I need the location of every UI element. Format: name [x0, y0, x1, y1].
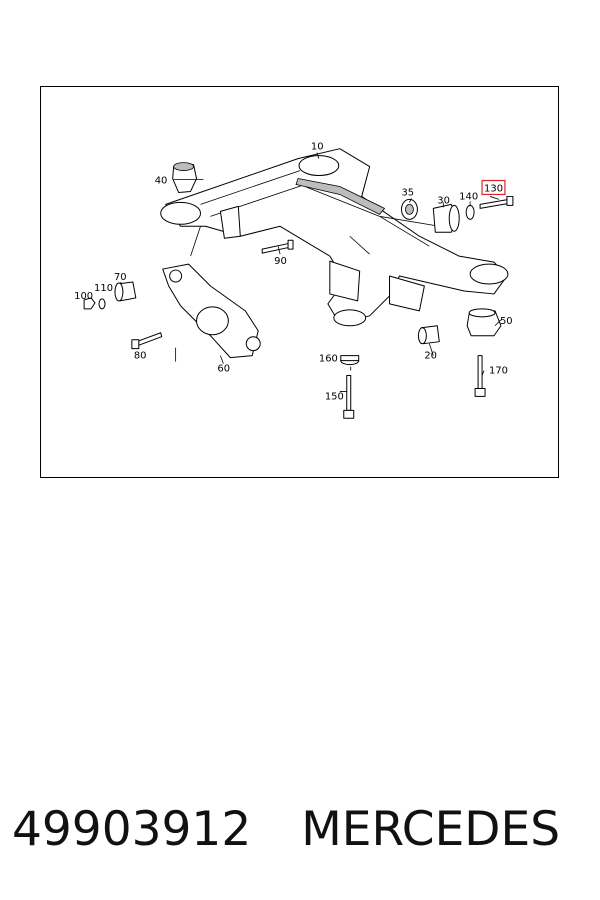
- callout-110: 110: [94, 283, 113, 294]
- callout-100: 100: [74, 291, 93, 302]
- mount-50: [466, 308, 502, 337]
- callout-80: 80: [134, 351, 147, 362]
- bolt-80: [131, 332, 163, 350]
- callout-90: 90: [274, 256, 287, 267]
- bolt-150: [343, 375, 355, 419]
- callout-170: 170: [489, 366, 508, 377]
- bolt-170: [474, 355, 486, 397]
- caption: 49903912 MERCEDES: [12, 795, 592, 865]
- bushing-30: [432, 203, 460, 233]
- callout-130: 130: [484, 183, 503, 194]
- callout-10: 10: [311, 142, 324, 153]
- bushing-20: [417, 325, 440, 345]
- subframe-drawing: 10 40 35 30 140 130 90 70 100 110 80 60 …: [74, 142, 514, 419]
- callout-30: 30: [437, 195, 450, 206]
- bolt-130: [479, 195, 514, 209]
- washer-110: [98, 298, 106, 310]
- leader-lines: [120, 152, 502, 392]
- brand-name: MERCEDES: [301, 802, 561, 857]
- callout-50: 50: [500, 316, 513, 327]
- part-number: 49903912: [12, 802, 252, 857]
- callout-35: 35: [401, 187, 414, 198]
- callout-60: 60: [217, 364, 230, 375]
- highlight-box-130: [481, 179, 506, 196]
- washer-140: [465, 204, 475, 220]
- nut-100: [83, 297, 96, 310]
- callout-labels: 10 40 35 30 140 130 90 70 100 110 80 60 …: [74, 142, 512, 403]
- callout-20: 20: [424, 351, 437, 362]
- callout-140: 140: [459, 191, 478, 202]
- callout-150: 150: [325, 391, 344, 402]
- callout-70: 70: [114, 272, 127, 283]
- rear-subframe: [160, 148, 509, 327]
- bushing-35: [400, 198, 418, 220]
- callout-40: 40: [155, 176, 168, 187]
- callout-160: 160: [319, 354, 338, 365]
- nut-160: [340, 355, 360, 366]
- bushing-40: [172, 162, 198, 193]
- bolt-90: [261, 239, 294, 254]
- exploded-diagram: 10 40 35 30 140 130 90 70 100 110 80 60 …: [40, 86, 559, 478]
- trailing-arm-60: [162, 263, 261, 359]
- bushing-70: [114, 281, 137, 302]
